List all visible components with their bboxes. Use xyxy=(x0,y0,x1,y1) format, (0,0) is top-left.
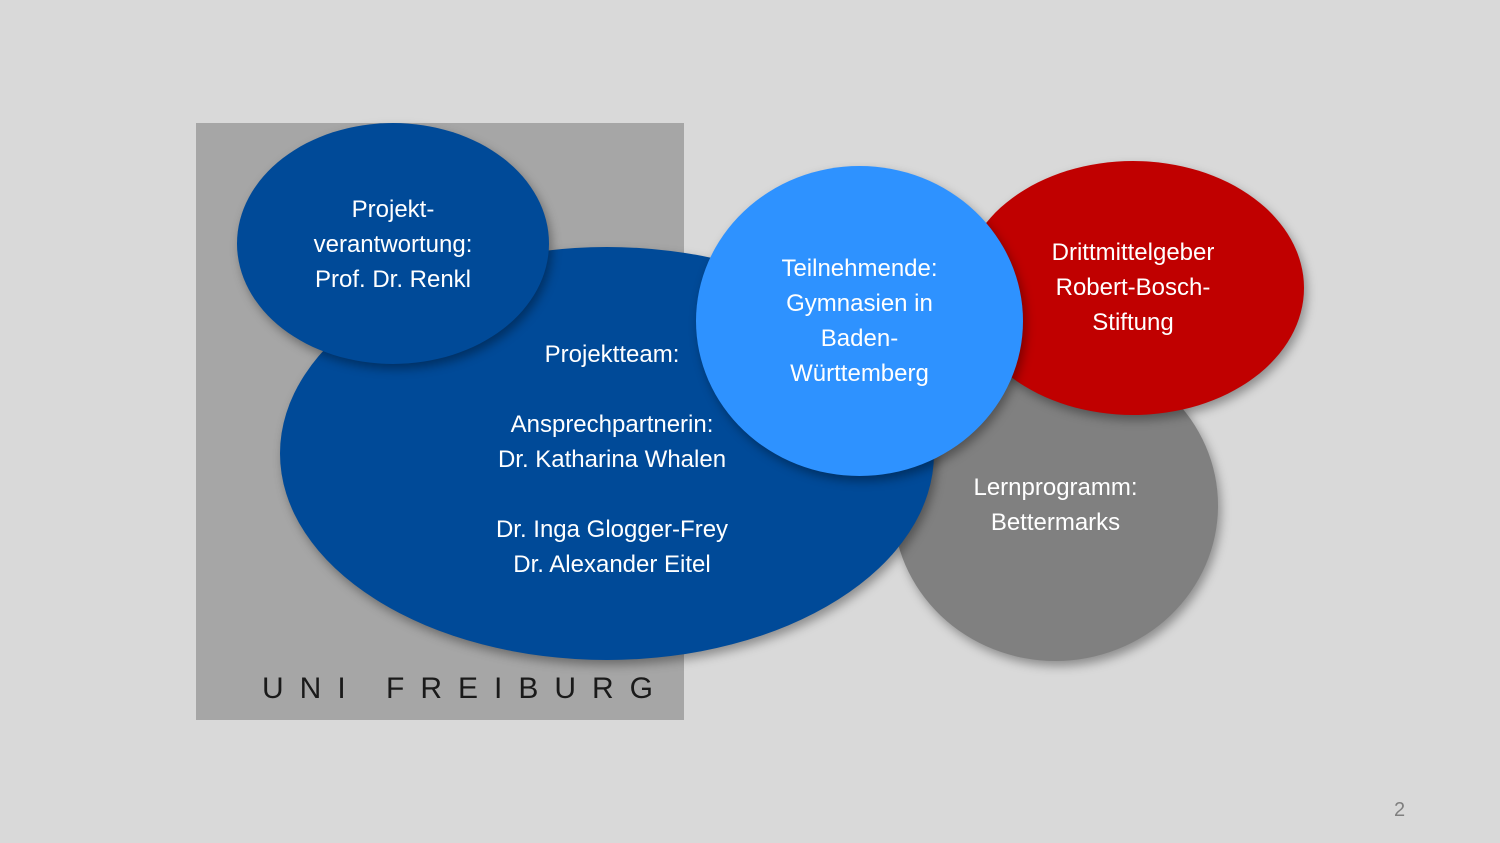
projektverantwortung-line: Projekt- xyxy=(351,196,435,223)
projektverantwortung-text: Projekt- verantwortung: Prof. Dr. Renkl xyxy=(237,192,549,297)
lernprogramm-text: Lernprogramm: Bettermarks xyxy=(893,470,1218,540)
teilnehmende-ellipse: Teilnehmende: Gymnasien in Baden- Württe… xyxy=(696,166,1023,476)
uni-freiburg-label: UNI FREIBURG xyxy=(262,672,670,705)
projektteam-line: Projektteam: xyxy=(544,341,680,368)
projektverantwortung-line: Prof. Dr. Renkl xyxy=(314,266,472,293)
drittmittelgeber-text: Drittmittelgeber Robert-Bosch- Stiftung xyxy=(962,235,1304,340)
projektteam-line: Ansprechpartnerin: xyxy=(510,411,714,438)
projektteam-line: Dr. Katharina Whalen xyxy=(497,446,727,473)
projektteam-line: Dr. Inga Glogger-Frey xyxy=(495,516,729,543)
projektteam-text: Projektteam: Ansprechpartnerin: Dr. Kath… xyxy=(280,337,934,582)
lernprogramm-line: Bettermarks xyxy=(990,509,1121,536)
teilnehmende-line: Baden- xyxy=(820,325,899,352)
drittmittelgeber-line: Stiftung xyxy=(1092,309,1174,336)
teilnehmende-line: Teilnehmende: xyxy=(781,255,938,282)
drittmittelgeber-line: Drittmittelgeber xyxy=(1051,239,1215,266)
projektteam-line: Dr. Alexander Eitel xyxy=(513,551,711,578)
teilnehmende-line: Gymnasien in xyxy=(786,290,933,317)
lernprogramm-line: Lernprogramm: xyxy=(973,474,1138,501)
projektverantwortung-line: verantwortung: xyxy=(313,231,473,258)
teilnehmende-text: Teilnehmende: Gymnasien in Baden- Württe… xyxy=(696,251,1023,391)
slide-page-number: 2 xyxy=(1394,799,1406,821)
projektverantwortung-ellipse: Projekt- verantwortung: Prof. Dr. Renkl xyxy=(237,123,549,364)
projektteam-spacer xyxy=(290,477,934,512)
teilnehmende-line: Württemberg xyxy=(790,360,929,387)
drittmittelgeber-line: Robert-Bosch- xyxy=(1055,274,1211,301)
